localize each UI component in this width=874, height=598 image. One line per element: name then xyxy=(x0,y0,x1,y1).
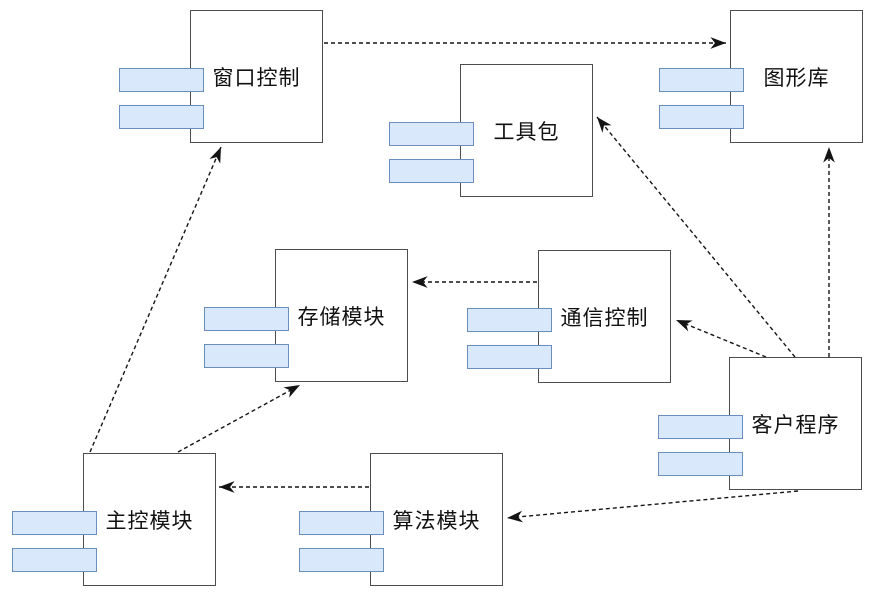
interface-tab-icon xyxy=(389,159,474,183)
interface-tab-icon xyxy=(389,122,474,146)
interface-tab-icon xyxy=(658,452,743,476)
component-label: 图形库 xyxy=(763,66,830,90)
interface-tab-icon xyxy=(12,548,97,572)
component-communication-control[interactable]: 通信控制 xyxy=(467,250,671,383)
component-label: 存储模块 xyxy=(297,305,386,329)
interface-tab-icon xyxy=(119,68,204,92)
interface-tab-icon xyxy=(659,105,744,129)
component-main-control-module[interactable]: 主控模块 xyxy=(12,453,216,586)
interface-tab-icon xyxy=(467,308,552,332)
component-window-control[interactable]: 窗口控制 xyxy=(119,10,323,143)
interface-tab-icon xyxy=(119,105,204,129)
interface-tab-icon xyxy=(204,344,289,368)
interface-tab-icon xyxy=(12,511,97,535)
edge-client-program-to-algorithm-module xyxy=(506,490,799,523)
edge-main-control-to-window-control xyxy=(89,146,222,453)
component-algorithm-module[interactable]: 算法模块 xyxy=(299,453,503,586)
edge-main-control-to-storage-module xyxy=(177,384,301,453)
component-label: 工具包 xyxy=(493,120,560,144)
component-label: 窗口控制 xyxy=(212,66,301,90)
component-client-program[interactable]: 客户程序 xyxy=(658,357,862,490)
component-label: 通信控制 xyxy=(560,306,649,330)
component-label: 主控模块 xyxy=(105,509,194,533)
interface-tab-icon xyxy=(659,68,744,92)
edge-client-program-to-comm-control xyxy=(675,319,767,358)
component-toolkit[interactable]: 工具包 xyxy=(389,64,593,197)
interface-tab-icon xyxy=(658,415,743,439)
interface-tab-icon xyxy=(467,345,552,369)
interface-tab-icon xyxy=(299,548,384,572)
interface-tab-icon xyxy=(204,307,289,331)
component-storage-module[interactable]: 存储模块 xyxy=(204,249,408,382)
interface-tab-icon xyxy=(299,511,384,535)
component-graphics-library[interactable]: 图形库 xyxy=(659,10,863,143)
component-label: 算法模块 xyxy=(392,509,481,533)
component-label: 客户程序 xyxy=(751,413,840,437)
edge-client-program-to-toolkit xyxy=(596,116,796,358)
